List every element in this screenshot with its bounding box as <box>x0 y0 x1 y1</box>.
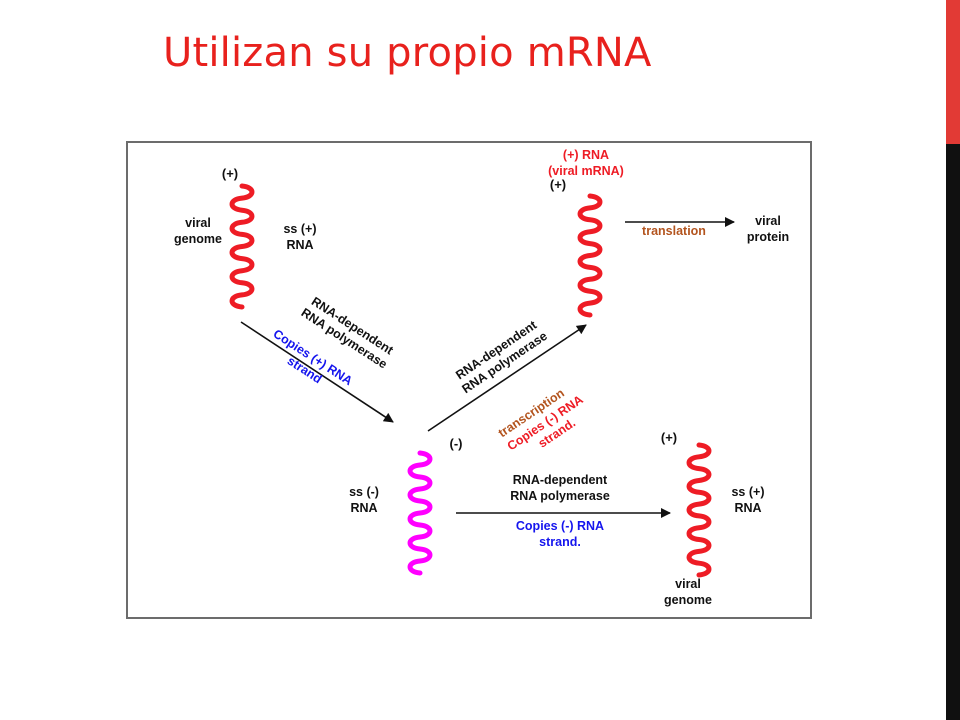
rna-replication-diagram: (+) viral genome ss (+) RNA (+) RNA (vir… <box>126 141 812 619</box>
label-ss-plus-rna-line2: RNA <box>286 238 313 252</box>
side-accent-bar-black <box>946 0 960 720</box>
label-ss-plus-rna-bottom-line1: ss (+) <box>731 485 764 499</box>
label-translation: translation <box>642 224 706 238</box>
label-viral-mrna: (viral mRNA) <box>548 164 624 178</box>
arrow-left-diagonal <box>240 321 394 423</box>
label-ss-minus-rna-line2: RNA <box>350 501 377 515</box>
slide-title: Utilizan su propio mRNA <box>163 30 652 76</box>
bottom-arrow-copies-line1: Copies (-) RNA <box>516 519 604 533</box>
bottom-arrow-enzyme-line1: RNA-dependent <box>513 473 608 487</box>
ss-positive-rna-strand-mrna <box>577 193 603 318</box>
label-viral-genome-line2: genome <box>174 232 222 246</box>
label-viral-genome-bottom-line1: viral <box>675 577 701 591</box>
ss-positive-rna-strand-bottom-right <box>686 442 712 578</box>
label-viral-protein-line2: protein <box>747 230 789 244</box>
label-ss-plus-rna-line1: ss (+) <box>283 222 316 236</box>
label-ss-minus-rna-line1: ss (-) <box>349 485 379 499</box>
sign-middle: (-) <box>450 436 463 451</box>
ss-positive-rna-strand-top-left <box>229 183 255 310</box>
label-viral-protein-line1: viral <box>755 214 781 228</box>
bottom-arrow-copies-line2: strand. <box>539 535 581 549</box>
arrow-right-diagonal <box>427 324 587 432</box>
label-ss-plus-rna-bottom-line2: RNA <box>734 501 761 515</box>
label-plus-rna: (+) RNA <box>563 148 609 162</box>
ss-negative-rna-strand <box>407 450 433 576</box>
side-accent-bar-red <box>946 0 960 144</box>
sign-top-left: (+) <box>222 166 238 181</box>
sign-top-right: (+) <box>550 177 566 192</box>
sign-bottom-right: (+) <box>661 430 677 445</box>
label-viral-genome-bottom-line2: genome <box>664 593 712 607</box>
bottom-arrow-enzyme-line2: RNA polymerase <box>510 489 610 503</box>
label-viral-genome-line1: viral <box>185 216 211 230</box>
